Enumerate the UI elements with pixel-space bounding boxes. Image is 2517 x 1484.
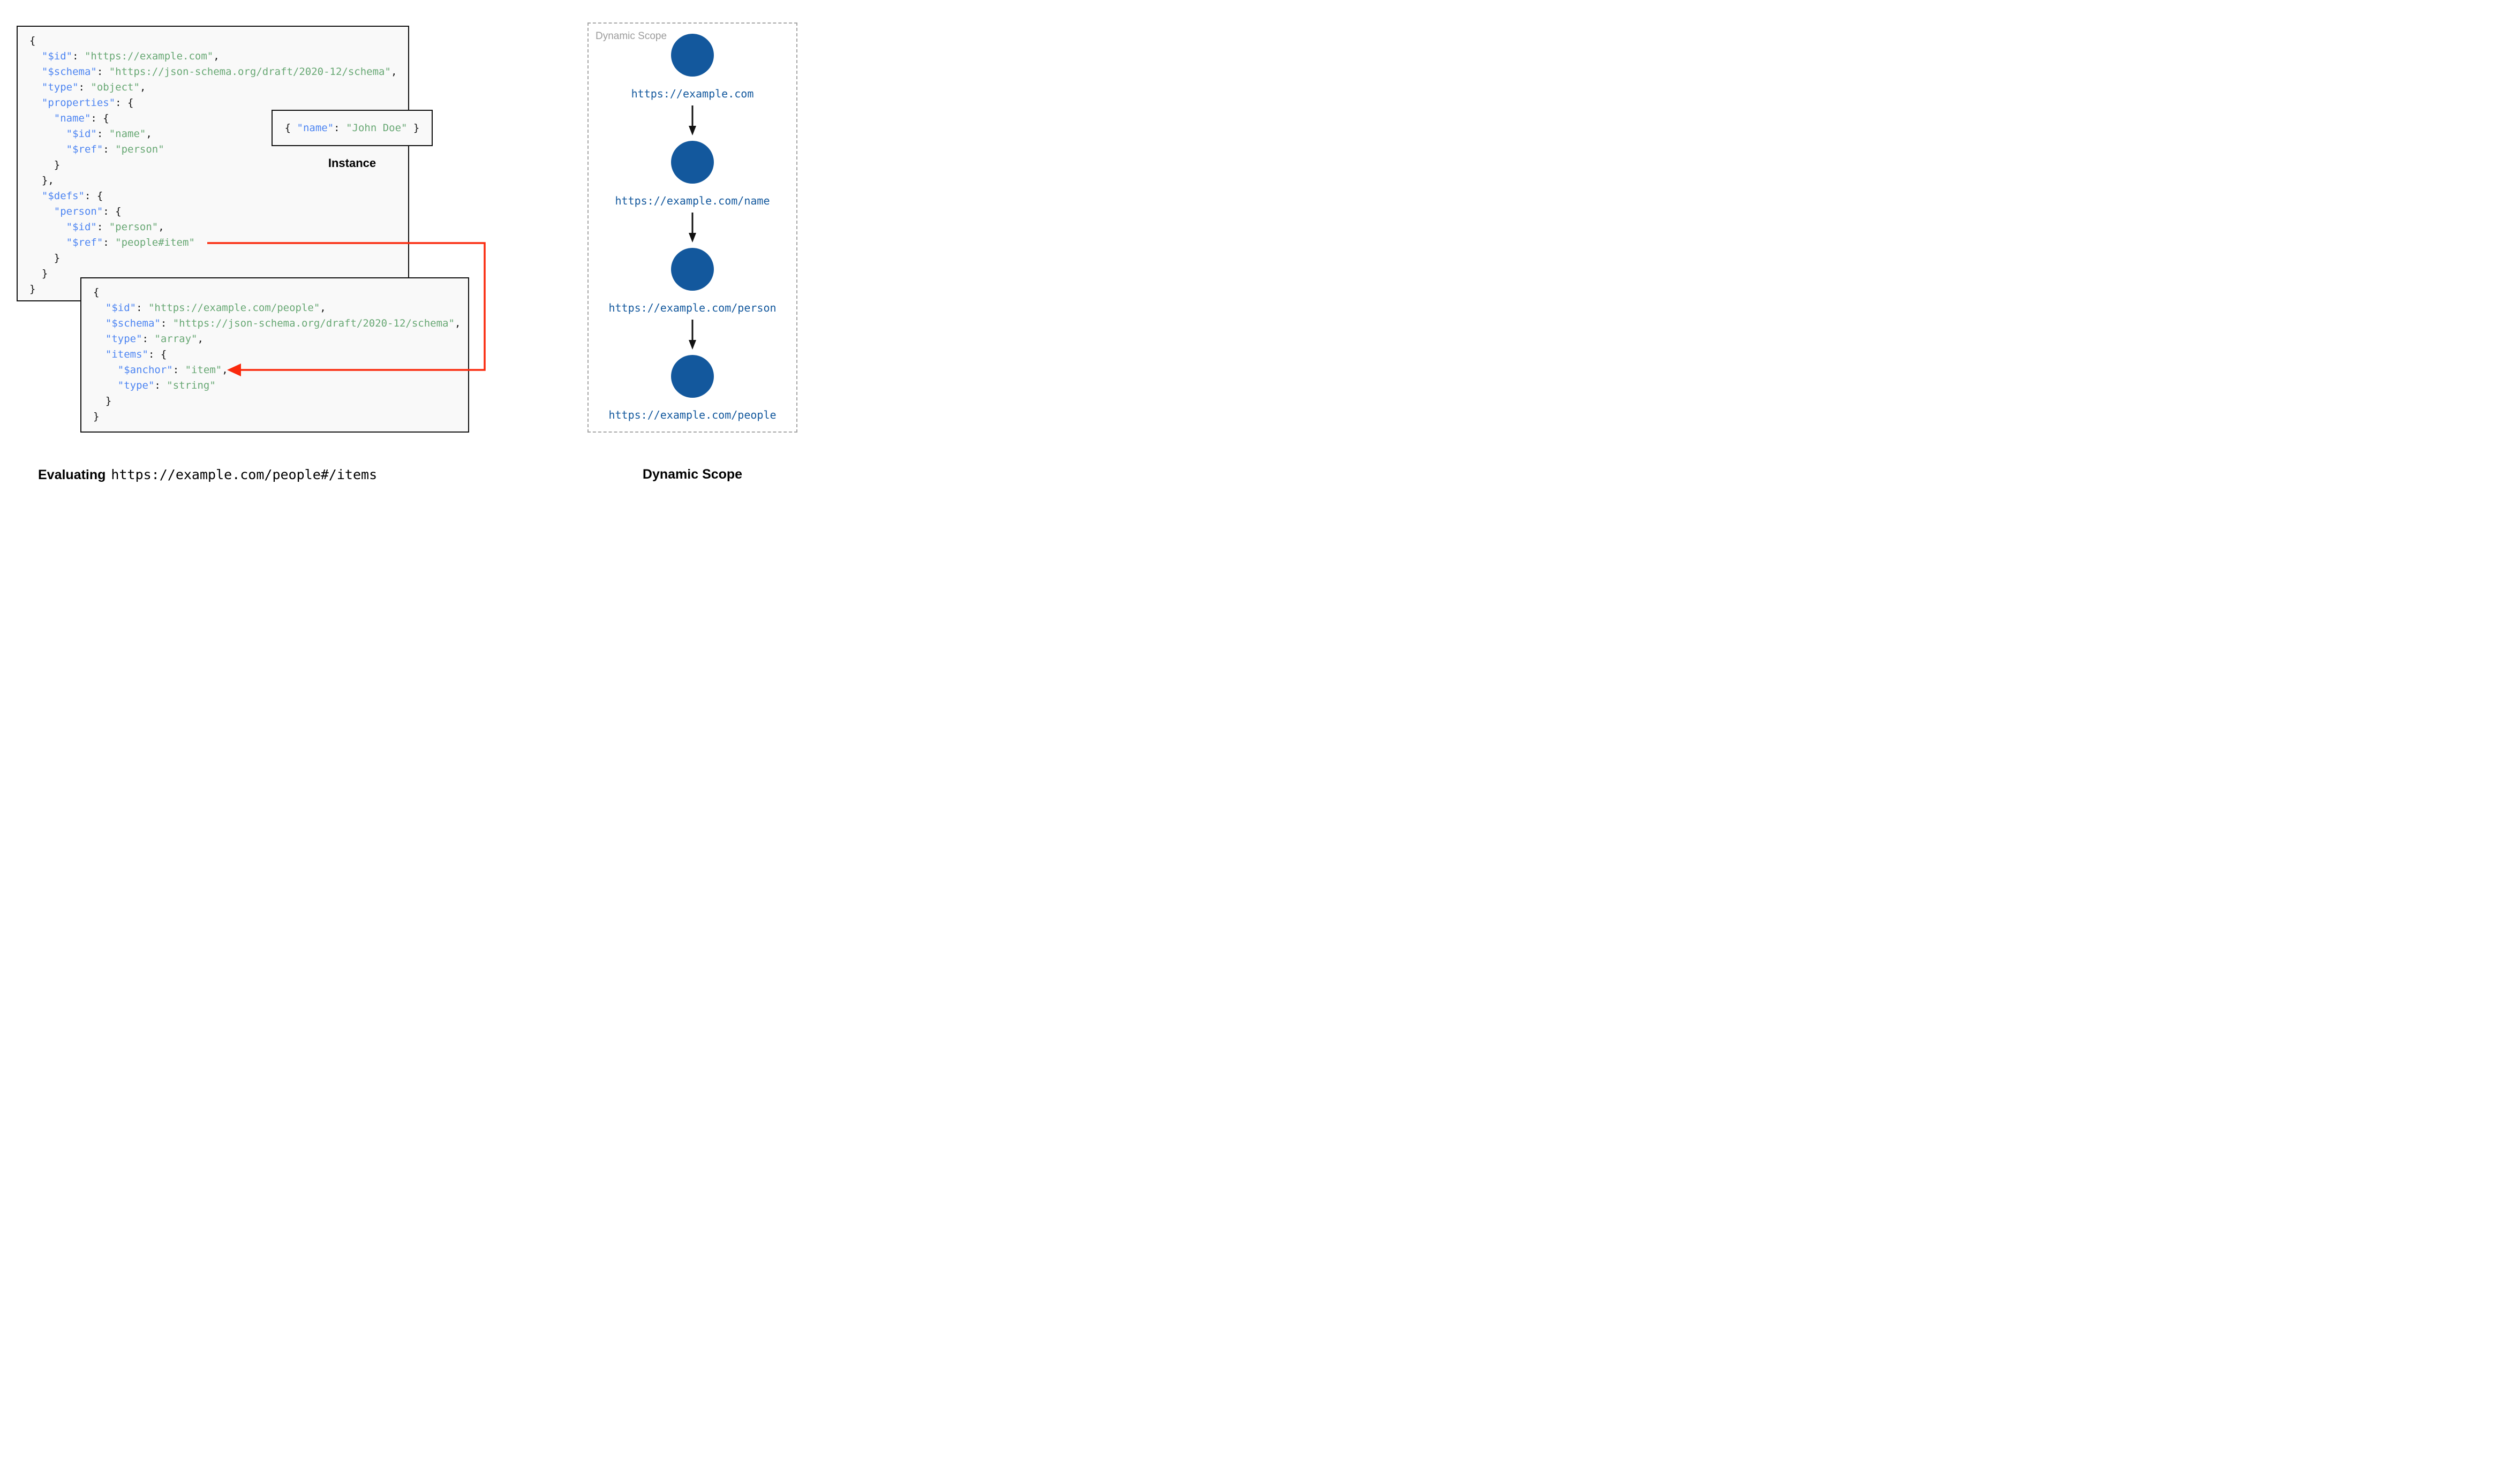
instance-caption: Instance <box>328 156 376 170</box>
instance-box: { "name": "John Doe" } <box>272 110 433 146</box>
scope-node-url: https://example.com/name <box>615 194 770 207</box>
dynamic-scope-caption: Dynamic Scope <box>642 467 743 482</box>
down-arrow-icon <box>689 320 696 350</box>
people-schema-box: { "$id": "https://example.com/people", "… <box>80 277 469 433</box>
evaluating-caption: Evaluating https://example.com/people#/i… <box>38 467 377 483</box>
scope-node-circle <box>671 141 714 184</box>
dynamic-scope-panel-label: Dynamic Scope <box>596 31 667 42</box>
down-arrow-icon <box>689 105 696 135</box>
evaluating-uri: https://example.com/people#/items <box>111 467 378 482</box>
down-arrow-icon <box>689 213 696 243</box>
diagram-canvas: { "$id": "https://example.com", "$schema… <box>0 0 839 495</box>
dynamic-scope-panel: Dynamic Scope https://example.com https:… <box>587 22 797 433</box>
scope-node-url: https://example.com/people <box>608 408 777 421</box>
scope-node-url: https://example.com/person <box>608 301 777 314</box>
evaluating-label: Evaluating <box>38 467 106 482</box>
scope-node-circle <box>671 34 714 77</box>
scope-node-circle <box>671 355 714 398</box>
scope-node-circle <box>671 248 714 291</box>
scope-node-url: https://example.com <box>631 87 754 100</box>
